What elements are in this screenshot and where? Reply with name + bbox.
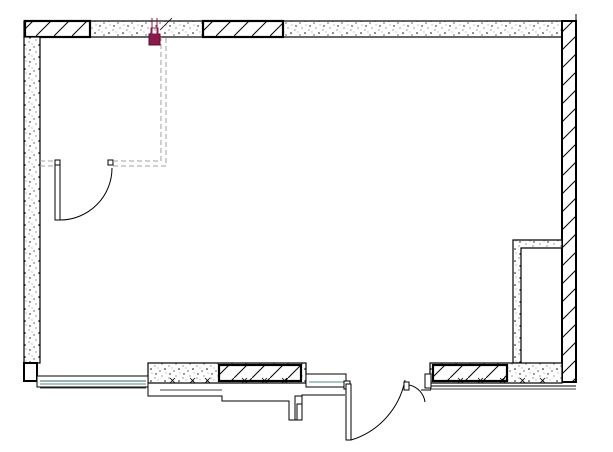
fixture-body	[148, 33, 161, 46]
top-wall	[23, 19, 563, 39]
interior-door-leaf	[54, 161, 61, 221]
bottom-right-column	[431, 363, 509, 383]
insulation-crosses-middle	[169, 377, 288, 384]
insulation-crosses-right	[457, 377, 546, 384]
dashed-partition	[40, 37, 167, 167]
entrance-door	[305, 373, 432, 441]
bottom-wall-middle	[147, 362, 345, 421]
bottom-wall-right	[429, 362, 576, 390]
door-swing-left	[350, 379, 406, 441]
plumbing-fixture	[148, 17, 173, 46]
interior-door	[54, 159, 114, 221]
right-nook-partition	[512, 239, 563, 364]
door-leaf-left	[345, 383, 352, 441]
interior-door-swing	[59, 167, 113, 221]
step-notch	[294, 395, 303, 421]
door-jamb-right	[424, 373, 432, 389]
right-wall	[561, 14, 577, 383]
top-left-column	[23, 19, 92, 39]
left-wall	[23, 36, 41, 382]
bottom-left-window	[36, 375, 149, 389]
bottom-middle-column	[217, 363, 303, 383]
left-wall-end-post	[23, 362, 38, 382]
door-swing-right	[408, 384, 426, 403]
top-center-column	[201, 19, 285, 39]
